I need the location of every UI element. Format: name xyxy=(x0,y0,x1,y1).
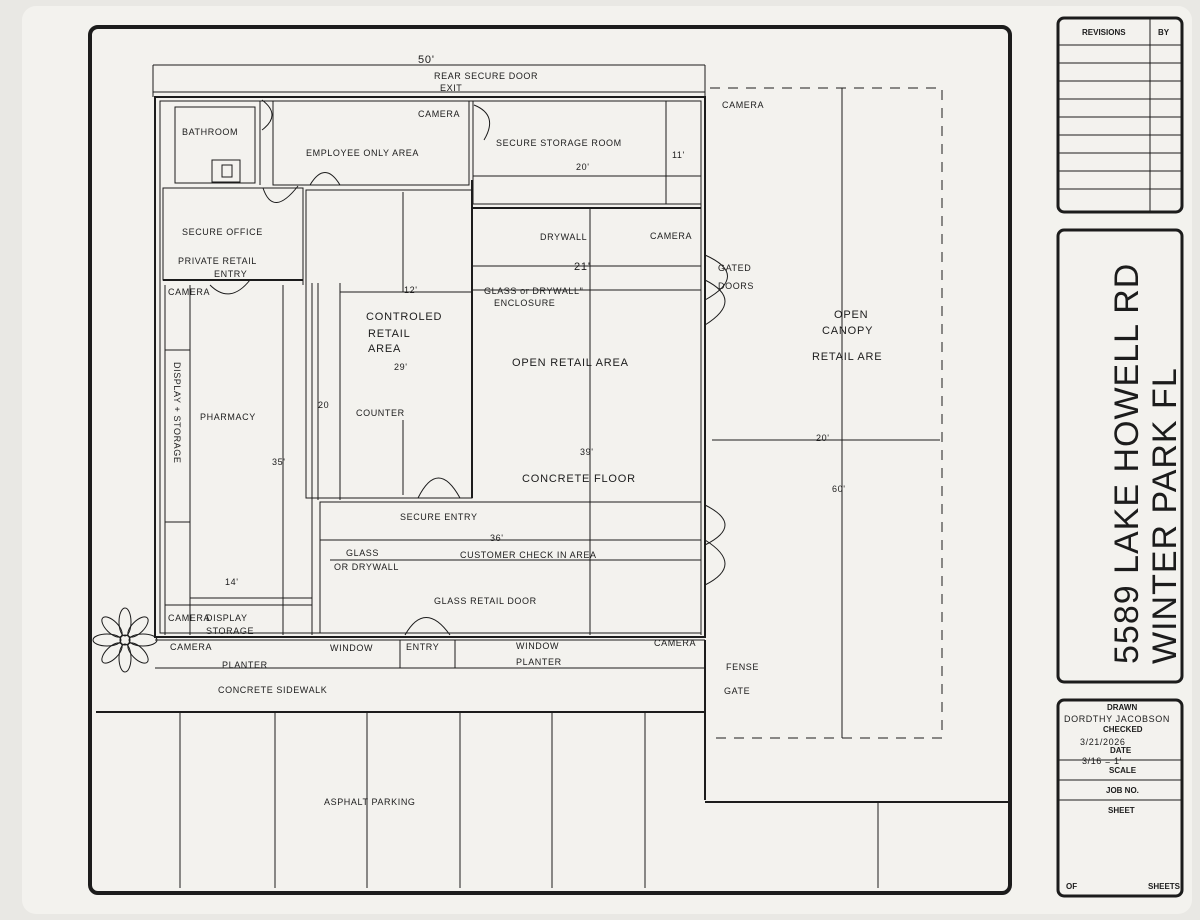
planter-label: PLANTER xyxy=(516,657,562,667)
camera-label: CAMERA xyxy=(418,109,460,119)
controlled-retail-label: AREA xyxy=(368,343,401,355)
gated-doors-label: DOORS xyxy=(718,281,754,291)
sheet-label: SHEET xyxy=(1108,806,1135,815)
drywall-label: DRYWALL xyxy=(540,232,587,242)
of-label: OF xyxy=(1066,882,1077,891)
counter-label: COUNTER xyxy=(356,408,405,418)
sheets-label: SHEETS xyxy=(1148,882,1181,891)
dim-14-label: 14' xyxy=(225,577,239,587)
revisions-label: REVISIONS xyxy=(1082,28,1126,37)
fense-label: FENSE xyxy=(726,662,759,672)
camera-label: CAMERA xyxy=(170,642,212,652)
window-label: WINDOW xyxy=(330,643,373,653)
glass-enclosure-label: ENCLOSURE xyxy=(494,298,555,308)
checkin-label: CUSTOMER CHECK IN AREA xyxy=(460,550,597,560)
dim-39-label: 39' xyxy=(580,447,594,457)
title-block: REVISIONS BY 5589 LAKE HOWELL RD WINTER … xyxy=(1064,28,1184,891)
exit-label: EXIT xyxy=(440,83,462,93)
entry-label: ENTRY xyxy=(406,642,439,652)
dim-top-label: 50' xyxy=(418,54,435,66)
glass-or-drywall-label: OR DRYWALL xyxy=(334,562,399,572)
dim-29-label: 29' xyxy=(394,362,408,372)
dim-36-label: 36' xyxy=(490,533,504,543)
secure-office-label: SECURE OFFICE xyxy=(182,227,263,237)
glass-enclosure-label: GLASS or DRYWALL" xyxy=(484,286,583,296)
planter-label: PLANTER xyxy=(222,660,268,670)
bathroom-label: BATHROOM xyxy=(182,127,238,137)
secure-entry-label: SECURE ENTRY xyxy=(400,512,478,522)
canopy-label: OPEN xyxy=(834,309,868,321)
private-entry-label: ENTRY xyxy=(214,269,247,279)
camera-label: CAMERA xyxy=(722,100,764,110)
scale-label: SCALE xyxy=(1109,766,1137,775)
scale-value: 3/16 = 1' xyxy=(1082,756,1122,766)
address-line-2: WINTER PARK FL xyxy=(1146,367,1184,664)
window-label: WINDOW xyxy=(516,641,559,651)
glass-retail-door-label: GLASS RETAIL DOOR xyxy=(434,596,537,606)
rear-door-label: REAR SECURE DOOR xyxy=(434,71,538,81)
open-retail-label: OPEN RETAIL AREA xyxy=(512,357,629,369)
canopy-label: CANOPY xyxy=(822,325,873,337)
storage-width-label: 20' xyxy=(576,162,590,172)
pharmacy-label: PHARMACY xyxy=(200,412,256,422)
parking-label: ASPHALT PARKING xyxy=(324,797,416,807)
controlled-retail-label: RETAIL xyxy=(368,328,411,340)
camera-label: CAMERA xyxy=(168,613,210,623)
drawing-linework xyxy=(88,16,1184,898)
dim-21-label: 21' xyxy=(574,261,591,273)
dim-12-label: 12' xyxy=(404,285,418,295)
dim-20-label: 20 xyxy=(318,400,329,410)
date-label: DATE xyxy=(1110,746,1132,755)
canopy-label: RETAIL ARE xyxy=(812,351,882,363)
camera-label: CAMERA xyxy=(650,231,692,241)
checked-label: CHECKED xyxy=(1103,725,1143,734)
camera-label: CAMERA xyxy=(654,638,696,648)
drawn-value: DORDTHY JACOBSON xyxy=(1064,714,1170,724)
secure-storage-label: SECURE STORAGE ROOM xyxy=(496,138,622,148)
gated-doors-label: GATED xyxy=(718,263,751,273)
concrete-floor-label: CONCRETE FLOOR xyxy=(522,473,636,485)
glass-or-drywall-label: GLASS xyxy=(346,548,379,558)
controlled-retail-label: CONTROLED xyxy=(366,311,442,323)
dim-20-right-label: 20' xyxy=(816,433,830,443)
plan-labels: 50' REAR SECURE DOOR EXIT CAMERA CAMERA … xyxy=(168,54,882,807)
address-line-1: 5589 LAKE HOWELL RD xyxy=(1108,263,1146,664)
checked-value: 3/21/2026 xyxy=(1080,737,1125,747)
private-entry-label: PRIVATE RETAIL xyxy=(178,256,257,266)
employee-area-label: EMPLOYEE ONLY AREA xyxy=(306,148,419,158)
job-no-label: JOB NO. xyxy=(1106,786,1139,795)
display-label: DISPLAY xyxy=(206,613,248,623)
display-storage-side-label: DISPLAY + STORAGE xyxy=(172,362,182,464)
gate-label: GATE xyxy=(724,686,750,696)
display-label: STORAGE xyxy=(206,626,254,636)
drawn-label: DRAWN xyxy=(1107,703,1137,712)
storage-height-label: 11' xyxy=(672,150,685,160)
sidewalk-label: CONCRETE SIDEWALK xyxy=(218,685,327,695)
by-label: BY xyxy=(1158,28,1170,37)
dim-60-label: 60' xyxy=(832,484,846,494)
dim-35-label: 35' xyxy=(272,457,286,467)
camera-label: CAMERA xyxy=(168,287,210,297)
